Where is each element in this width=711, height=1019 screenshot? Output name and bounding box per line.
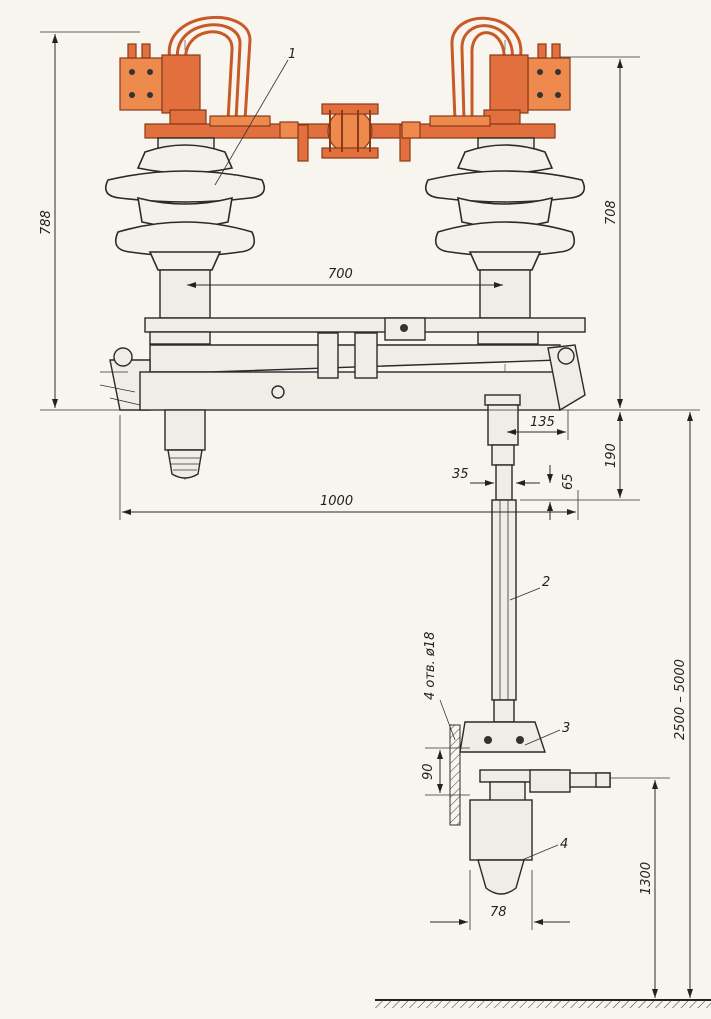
dim-135: 135 — [530, 415, 555, 430]
right-insulator — [424, 137, 586, 319]
drive-unit-4 — [469, 799, 533, 895]
part-label-3: 3 — [562, 721, 570, 736]
mounting-wall — [449, 724, 461, 826]
mechanism-3 — [459, 699, 611, 803]
part-label-4: 4 — [560, 837, 568, 852]
dim-1000: 1000 — [320, 494, 353, 509]
dim-90: 90 — [421, 763, 436, 780]
dim-708: 708 — [604, 200, 619, 225]
dim-4-holes: 4 отв. ø18 — [423, 632, 438, 700]
left-contact-head — [119, 15, 252, 125]
part-leaders — [214, 59, 561, 861]
ground-line — [375, 999, 711, 1008]
dim-65: 65 — [561, 473, 576, 490]
dim-788: 788 — [39, 210, 54, 235]
drive-coupling — [484, 394, 521, 501]
left-bottom-terminal — [164, 409, 206, 479]
dim-78: 78 — [490, 905, 507, 920]
dim-2500-5000: 2500 – 5000 — [673, 659, 688, 740]
dim-1300: 1300 — [639, 862, 654, 895]
dimension-lines — [40, 31, 700, 998]
right-contact-head — [450, 16, 571, 125]
dim-190: 190 — [604, 443, 619, 468]
dim-700: 700 — [328, 267, 353, 282]
part-label-1: 1 — [288, 47, 296, 62]
drive-shaft-2 — [491, 499, 517, 701]
part-label-2: 2 — [542, 575, 550, 590]
dim-35: 35 — [452, 467, 469, 482]
knife-blade — [144, 103, 556, 162]
left-insulator — [104, 137, 266, 319]
